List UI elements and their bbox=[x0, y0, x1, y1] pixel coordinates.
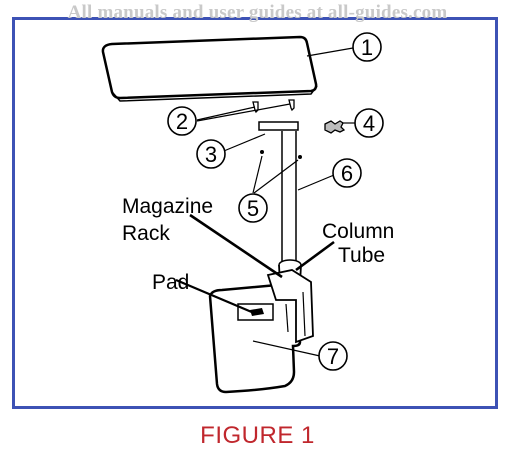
label-rack: Rack bbox=[122, 222, 170, 245]
callout-circles bbox=[167, 32, 384, 371]
part-plate bbox=[258, 121, 299, 131]
part-base bbox=[208, 269, 314, 394]
label-column: Column bbox=[322, 220, 394, 243]
label-tube: Tube bbox=[338, 244, 385, 267]
label-magazine: Magazine bbox=[122, 195, 213, 218]
callout-6: 6 bbox=[341, 161, 353, 186]
part-wing-nut bbox=[324, 120, 346, 134]
part-screws bbox=[260, 150, 302, 159]
callout-7: 7 bbox=[327, 344, 339, 369]
callout-5: 5 bbox=[247, 196, 259, 221]
leader-lines bbox=[175, 47, 355, 357]
watermark: All manuals and user guides at all-guide… bbox=[67, 2, 448, 23]
callout-3: 3 bbox=[205, 142, 217, 167]
part-seat bbox=[101, 35, 318, 102]
callout-4: 4 bbox=[363, 111, 375, 136]
label-pad: Pad bbox=[152, 271, 189, 294]
callout-2: 2 bbox=[176, 109, 188, 134]
figure-caption: FIGURE 1 bbox=[200, 422, 315, 449]
callout-1: 1 bbox=[361, 35, 373, 60]
part-column bbox=[281, 131, 297, 266]
